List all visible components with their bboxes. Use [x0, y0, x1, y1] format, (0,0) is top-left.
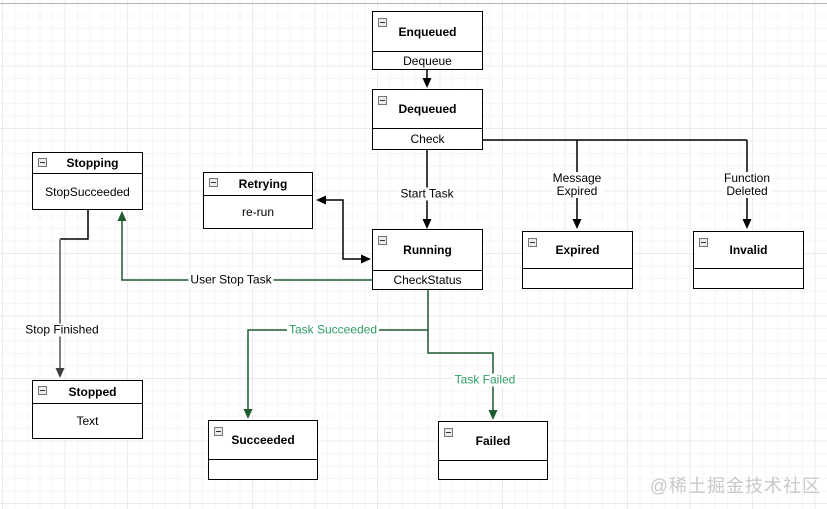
edge-task-failed	[427, 330, 494, 410]
state-title: Invalid	[694, 232, 803, 269]
arrowhead-down	[243, 409, 253, 419]
state-row: CheckStatus	[393, 273, 462, 287]
state-row	[209, 460, 317, 479]
arrowhead-up	[117, 211, 127, 221]
edge-label-task-failed: Task Failed	[452, 372, 518, 387]
state-box-enqueued: Enqueued Dequeue	[372, 11, 483, 70]
state-row	[439, 461, 547, 479]
edge-label-line: Expired	[556, 184, 598, 198]
state-box-stopping: Stopping StopSucceeded	[32, 152, 143, 210]
collapse-minus-icon	[444, 428, 453, 437]
edge-label-function-deleted: Function Deleted	[721, 171, 773, 198]
arrowhead-down	[55, 368, 65, 378]
arrowhead-left	[316, 195, 326, 205]
edge-label-task-succeeded: Task Succeeded	[286, 322, 380, 337]
state-box-expired: Expired	[522, 231, 633, 289]
state-box-invalid: Invalid	[693, 231, 804, 289]
collapse-minus-icon	[378, 18, 387, 27]
collapse-minus-icon	[378, 236, 387, 245]
arrowhead-down	[422, 219, 432, 229]
state-title: Stopped	[33, 381, 142, 404]
collapse-minus-icon	[528, 238, 537, 247]
collapse-minus-icon	[378, 96, 387, 105]
state-row	[523, 269, 632, 288]
collapse-minus-icon	[699, 238, 708, 247]
page-top-border	[0, 3, 827, 4]
state-row	[694, 269, 803, 288]
state-title: Succeeded	[209, 421, 317, 460]
edge-label-line: Deleted	[726, 184, 768, 198]
edge-label-line: Message	[552, 171, 602, 185]
arrowhead-down	[742, 219, 752, 229]
edge-label-start-task: Start Task	[398, 186, 456, 201]
edge-label-line: Function	[723, 171, 771, 185]
state-title: Running	[373, 230, 482, 271]
arrowhead-down	[488, 410, 498, 420]
edge-retrying-running	[326, 199, 362, 260]
state-title: Failed	[439, 422, 547, 461]
state-title: Enqueued	[373, 12, 482, 52]
arrowhead-down	[572, 219, 582, 229]
arrowhead-right	[361, 254, 371, 264]
edge-check-branch	[483, 139, 748, 226]
edge-stop-finished-elbow	[60, 210, 89, 240]
edge-label-user-stop-task: User Stop Task	[188, 272, 274, 287]
juejin-watermark: @稀土掘金技术社区	[649, 476, 821, 496]
state-box-succeeded: Succeeded	[208, 420, 318, 480]
state-box-retrying: Retrying re-run	[203, 172, 313, 229]
edge-task-succeeded	[247, 290, 429, 409]
collapse-minus-icon	[38, 386, 47, 395]
collapse-minus-icon	[214, 427, 223, 436]
state-title: Retrying	[204, 173, 312, 196]
collapse-minus-icon	[38, 158, 47, 167]
state-box-stopped: Stopped Text	[32, 380, 143, 439]
state-box-running: Running CheckStatus	[372, 229, 483, 290]
state-box-dequeued: Dequeued Check	[372, 89, 483, 150]
state-title: Dequeued	[373, 90, 482, 129]
edge-label-message-expired: Message Expired	[550, 171, 604, 198]
state-title: Stopping	[33, 153, 142, 174]
collapse-minus-icon	[209, 178, 218, 187]
state-row: StopSucceeded	[45, 184, 130, 199]
state-row: Text	[76, 414, 99, 428]
state-row: re-run	[241, 205, 274, 219]
edge-label-stop-finished: Stop Finished	[23, 322, 101, 337]
state-title: Expired	[523, 232, 632, 269]
state-box-failed: Failed	[438, 421, 548, 480]
arrowhead-down	[422, 78, 432, 88]
state-row: Dequeue	[403, 53, 452, 68]
state-row: Check	[410, 132, 445, 146]
